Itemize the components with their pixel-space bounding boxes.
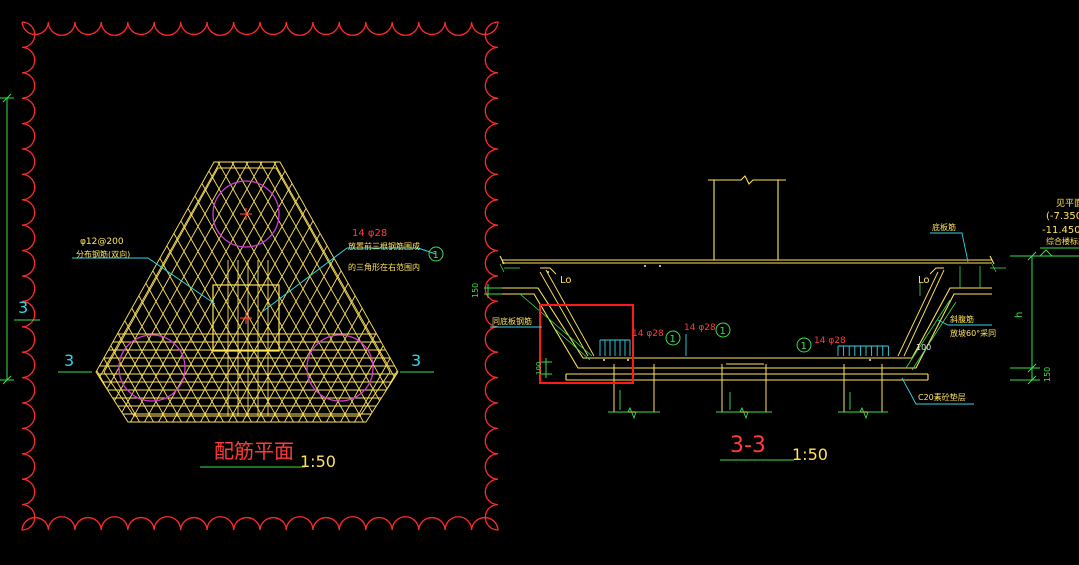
- dim-150-bottom: 150: [1043, 367, 1052, 382]
- label-top-right-leader: [930, 232, 969, 263]
- lo-left: Lo: [560, 275, 572, 286]
- note-spacing: φ12@200: [80, 237, 124, 247]
- pile-center-marks: [240, 208, 252, 324]
- plan-marker-circle: [428, 246, 444, 262]
- label-slope-2: 放坡60°采同: [950, 328, 996, 338]
- revision-cloud: [21, 21, 499, 531]
- plan-title: 配筋平面: [214, 439, 294, 463]
- label-slope-1: 斜腹筋: [950, 314, 974, 324]
- plan-rebar-note-1: 放置前三根钢筋围成: [348, 241, 420, 251]
- lo-right: Lo: [918, 275, 930, 286]
- section-mark-left-edge: 3: [18, 298, 28, 317]
- plan-scale: 1:50: [300, 452, 336, 471]
- marker-c: 1: [801, 341, 807, 352]
- elev-3: -11.450): [1042, 225, 1079, 236]
- dim-150-top: 150: [471, 283, 480, 298]
- plan-leaders: [72, 247, 437, 313]
- label-slope-leader: [937, 319, 992, 326]
- section-mark-right: 3: [411, 351, 421, 370]
- column-box: [212, 284, 280, 352]
- dim-h: h: [1014, 312, 1025, 318]
- elev-2: (-7.350: [1046, 211, 1079, 222]
- marker-c-circle: [796, 337, 812, 353]
- plan-rebar-note-2: 的三角形在右范围内: [348, 262, 420, 272]
- pile-circles: [118, 180, 374, 402]
- rebar-label-b: 14 φ28: [684, 323, 716, 333]
- rebar-label-c: 14 φ28: [814, 336, 846, 346]
- marker-a-circle: [665, 330, 681, 346]
- marker-b-circle: [715, 322, 731, 338]
- highlight-box: [539, 304, 634, 384]
- section-mark-left: 3: [64, 351, 74, 370]
- section-rebar-fans: [599, 339, 889, 356]
- elev-4: 综合楼标高: [1046, 236, 1079, 246]
- section-scale: 1:50: [792, 445, 828, 464]
- section-slope-rebar: [539, 267, 945, 357]
- section-piles: [613, 363, 883, 413]
- section-pile-breaks: [608, 390, 888, 420]
- plan-left-dimension: [0, 93, 40, 385]
- section-left-dims: [484, 284, 552, 378]
- section-dots: [547, 265, 871, 361]
- marker-a: 1: [670, 334, 676, 345]
- dim-100-left: 100: [535, 362, 543, 375]
- section-outline: [499, 175, 995, 381]
- label-top-right: 底板筋: [932, 222, 956, 232]
- note-distribution-rebar: 分布钢筋(双向): [76, 249, 130, 259]
- section-green-hatch: [499, 263, 1006, 371]
- triangular-foundation-rebar: [95, 161, 399, 423]
- marker-b: 1: [720, 326, 726, 337]
- section-right-dims: [1010, 249, 1079, 385]
- label-cushion-leader: [901, 377, 974, 405]
- label-bottom-rebar: 同底板钢筋: [492, 316, 532, 326]
- elev-1: 见平面: [1056, 198, 1079, 209]
- dim-100-right: 100: [916, 343, 931, 352]
- label-cushion: C20素砼垫层: [918, 392, 966, 402]
- rebar-label-a: 14 φ28: [632, 329, 664, 339]
- plan-rebar-label: 14 φ28: [352, 228, 387, 239]
- section-title: 3-3: [730, 433, 766, 458]
- plan-marker: 1: [433, 250, 439, 261]
